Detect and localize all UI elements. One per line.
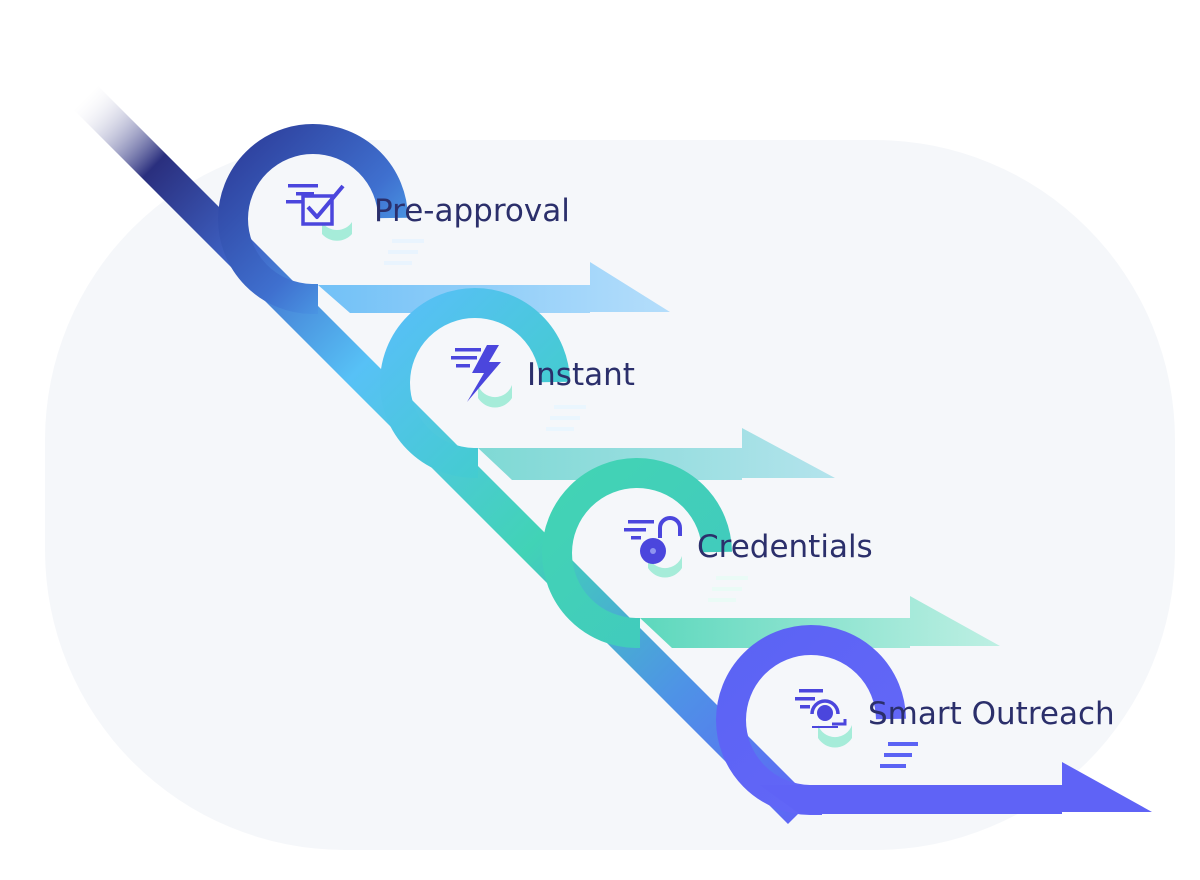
step-4-arrow bbox=[760, 762, 1152, 814]
step-1-loop bbox=[218, 124, 408, 314]
key-icon bbox=[624, 516, 682, 578]
step-3-arrow bbox=[640, 596, 1000, 648]
headset-icon bbox=[795, 689, 852, 748]
checkbox-icon bbox=[286, 184, 352, 241]
step-2-arrow bbox=[478, 428, 835, 480]
step-2-loop bbox=[380, 288, 570, 478]
step-4-loop bbox=[716, 625, 906, 815]
step-4-label: Smart Outreach bbox=[868, 696, 1115, 732]
step-4-speed-stripes bbox=[880, 742, 918, 768]
step-1-speed-stripes bbox=[384, 239, 424, 265]
step-2-speed-stripes bbox=[546, 405, 586, 431]
step-3-loop bbox=[542, 458, 732, 648]
step-1-label: Pre-approval bbox=[374, 193, 570, 229]
step-2-label: Instant bbox=[527, 357, 635, 393]
step-1-arrow bbox=[318, 262, 670, 313]
lightning-bolt-icon bbox=[451, 345, 512, 408]
step-3-label: Credentials bbox=[697, 529, 873, 565]
step-3-speed-stripes bbox=[708, 576, 748, 602]
